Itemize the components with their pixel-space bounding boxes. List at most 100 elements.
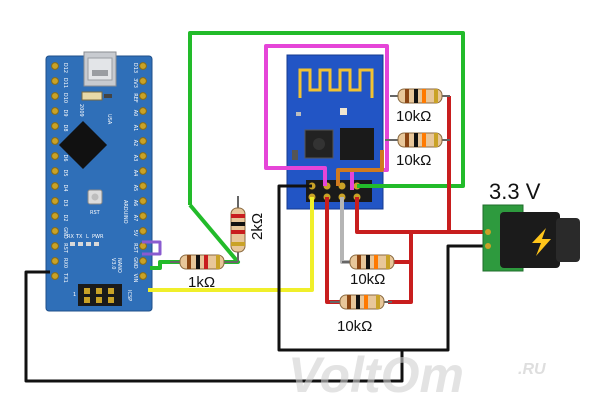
nano-pin-label-right-11: 5V: [132, 230, 138, 237]
nano-pin-right-13: [139, 257, 147, 265]
resistor-label-2k: 2kΩ: [249, 213, 266, 240]
wire-black-supply: [402, 244, 483, 352]
led-label-pwr: PWR: [92, 234, 104, 240]
nano-pin-label-left-12: RST: [62, 243, 68, 254]
resistor-1k-horizontal: [170, 254, 238, 270]
nano-pin-right-3: [139, 107, 147, 115]
wire-red-left: [325, 197, 342, 304]
nano-pin-label-left-11: GND: [62, 227, 68, 239]
resistor-label-lower-esp: 10kΩ: [396, 152, 431, 169]
led-label-l: L: [86, 234, 89, 240]
flash-chip: [340, 128, 374, 160]
wire-green-top: [188, 31, 465, 205]
nano-pin-label-left-2: D10: [62, 93, 68, 103]
nano-pin-left-8: [51, 182, 59, 190]
nano-pin-label-right-2: REF: [132, 93, 138, 103]
nano-pin-left-13: [51, 257, 59, 265]
supply-voltage-label: 3.3 V: [489, 179, 541, 204]
nano-pin-right-1: [139, 77, 147, 85]
nano-pin-label-right-6: A3: [132, 155, 138, 162]
board-name-line-2: NANO: [116, 258, 122, 273]
lightning-bolt-icon: [532, 228, 551, 256]
nano-pin-label-left-0: D12: [62, 63, 68, 73]
nano-pin-label-left-13: RX0: [62, 258, 68, 268]
nano-pin-label-left-4: D8: [62, 124, 68, 131]
icsp-header: [78, 284, 122, 306]
nano-pin-right-7: [139, 167, 147, 175]
nano-pin-label-right-3: A0: [132, 110, 138, 117]
watermark: VoltOm .RU: [288, 347, 546, 403]
nano-pin-left-3: [51, 107, 59, 115]
wire-green-divider: [150, 203, 240, 270]
nano-pin-left-1: [51, 77, 59, 85]
nano-pin-right-4: [139, 122, 147, 130]
nano-pin-left-11: [51, 227, 59, 235]
nano-pin-right-10: [139, 212, 147, 220]
nano-pin-left-14: [51, 272, 59, 280]
wire-red-right: [447, 96, 483, 234]
nano-pin-left-7: [51, 167, 59, 175]
resistor-upper-esp: [390, 88, 450, 104]
nano-pin-right-5: [139, 137, 147, 145]
resistor-label-upper-esp: 10kΩ: [396, 108, 431, 125]
nano-pin-left-9: [51, 197, 59, 205]
nano-pin-right-14: [139, 272, 147, 280]
nano-pin-label-left-10: D2: [62, 214, 68, 221]
board-name-line-1: ARDUINO: [122, 200, 128, 224]
nano-pin-label-left-1: D11: [62, 78, 68, 88]
status-leds: [70, 242, 99, 246]
smd-cap: [296, 112, 301, 116]
nano-pin-right-11: [139, 227, 147, 235]
nano-pin-label-right-1: 3V3: [132, 78, 138, 88]
watermark-main: VoltOm: [288, 347, 464, 403]
nano-pin-left-0: [51, 62, 59, 70]
resistor-lower-esp: [385, 132, 450, 148]
usa-label: USA: [106, 114, 112, 125]
led-label-rx: RX: [67, 234, 74, 240]
nano-pin-label-left-8: D4: [62, 184, 68, 191]
nano-pin-left-4: [51, 122, 59, 130]
smd-part: [104, 94, 112, 98]
wire-yellow: [148, 197, 314, 292]
nano-pin-label-left-3: D9: [62, 109, 68, 116]
nano-pin-label-right-13: GND: [132, 257, 138, 269]
nano-pin-label-left-14: TX1: [62, 272, 68, 283]
right-pin-header: [139, 62, 147, 280]
nano-pin-label-right-0: D13: [132, 63, 138, 73]
nano-pin-label-right-10: A7: [132, 215, 138, 222]
nano-pin-label-right-7: A4: [132, 170, 138, 177]
nano-pin-label-left-9: D3: [62, 199, 68, 206]
nano-pin-left-10: [51, 212, 59, 220]
nano-pin-right-2: [139, 92, 147, 100]
nano-pin-right-8: [139, 182, 147, 190]
rst-label: RST: [90, 210, 101, 216]
nano-pin-right-6: [139, 152, 147, 160]
pin-one-mark: 1: [73, 292, 76, 298]
resistor-label-1k: 1kΩ: [188, 274, 215, 291]
led-label-tx: TX: [75, 234, 83, 240]
resistor-2k-vertical: [230, 196, 246, 262]
smd-led: [340, 108, 347, 115]
board-name-line-3: V3.0: [110, 258, 116, 269]
nano-pin-right-9: [139, 197, 147, 205]
nano-pin-right-12: [139, 242, 147, 250]
wire-orange: [336, 150, 384, 186]
smd-part-2: [292, 150, 298, 160]
nano-pin-left-12: [51, 242, 59, 250]
nano-pin-label-left-6: D6: [62, 154, 68, 161]
nano-pin-label-right-8: A5: [132, 185, 138, 192]
pcb-antenna: [298, 68, 374, 98]
usb-connector: [83, 51, 117, 87]
year-label: 2009: [78, 104, 84, 117]
nano-pin-label-right-12: RST: [132, 243, 138, 254]
nano-pin-label-left-7: D5: [62, 169, 68, 176]
wire-violet-link: [142, 240, 162, 256]
wire-red-bottom: [388, 232, 413, 304]
nano-pin-label-right-4: A1: [132, 125, 138, 132]
wire-black-ground: [24, 184, 404, 383]
nano-pin-left-6: [51, 152, 59, 160]
reset-button[interactable]: [87, 189, 103, 205]
resistor-label-bottom-upper: 10kΩ: [350, 271, 385, 288]
wire-red-middle: [355, 197, 449, 234]
